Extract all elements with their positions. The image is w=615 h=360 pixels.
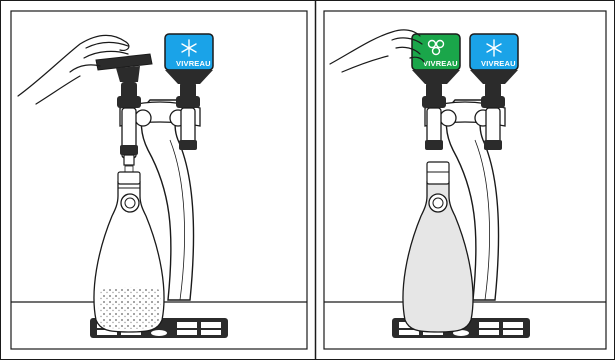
panel-left: VIVREAU: [10, 10, 308, 350]
bottle-right: [402, 161, 474, 333]
tap-right-still[interactable]: [481, 82, 505, 150]
tap-handle-blue[interactable]: VIVREAU: [469, 33, 519, 84]
tap-handle-blue[interactable]: VIVREAU: [164, 33, 214, 84]
tap-handle-black-pressed[interactable]: [95, 53, 153, 82]
dispenser-column: [445, 99, 500, 301]
dispenser-column: [140, 99, 195, 301]
hand: [329, 29, 425, 73]
bottle-left: [93, 171, 165, 333]
snowflake-icon: [181, 39, 197, 57]
tap-label-vivreau: VIVREAU: [481, 59, 516, 68]
panel-left-border: [10, 10, 308, 350]
snowflake-icon: [486, 39, 502, 57]
panel-right-border: [323, 10, 607, 350]
tap-left-sparkling[interactable]: [422, 82, 446, 150]
hand: [17, 34, 130, 105]
tap-left-sparkling[interactable]: [117, 82, 141, 166]
tap-label-vivreau: VIVREAU: [423, 59, 458, 68]
panel-right: VIVREAU VIVREAU: [323, 10, 607, 350]
bubbles-icon: [427, 39, 445, 56]
tap-right-still[interactable]: [176, 82, 200, 150]
tap-label-vivreau: VIVREAU: [176, 59, 211, 68]
